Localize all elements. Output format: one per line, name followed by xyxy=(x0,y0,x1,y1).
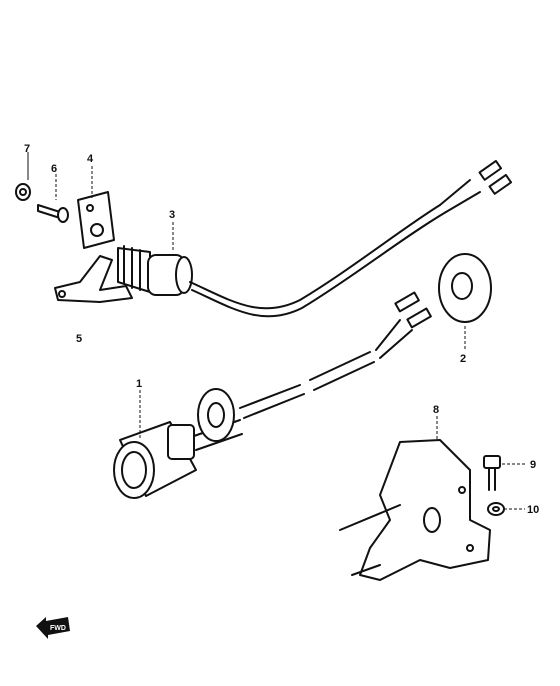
callout-9: 9 xyxy=(530,459,536,471)
part-5-bracket xyxy=(54,255,133,303)
callout-4: 4 xyxy=(87,153,94,165)
part-4-plate xyxy=(77,191,115,249)
callout-5: 5 xyxy=(76,333,82,345)
upper-cable xyxy=(189,159,513,318)
callout-6: 6 xyxy=(51,163,57,175)
part-2-washer xyxy=(438,253,492,323)
callout-10: 10 xyxy=(527,504,539,516)
fwd-label: FWD xyxy=(50,625,66,632)
part-9-bolt xyxy=(483,455,501,491)
part-6-bolt xyxy=(37,204,69,223)
part-1-switch-barrel xyxy=(113,388,243,499)
leader-lines xyxy=(27,152,525,510)
callout-1: 1 xyxy=(136,378,142,390)
callout-8: 8 xyxy=(433,404,439,416)
fwd-arrow-badge: FWD xyxy=(36,617,70,639)
callout-3: 3 xyxy=(169,209,175,221)
part-8-bracket xyxy=(339,439,491,581)
callout-7: 7 xyxy=(24,143,30,155)
lower-cable xyxy=(239,291,432,419)
part-10-washer xyxy=(487,502,505,516)
part-7-nut xyxy=(15,183,31,201)
callout-2: 2 xyxy=(460,353,466,365)
part-3-switch xyxy=(117,245,193,296)
